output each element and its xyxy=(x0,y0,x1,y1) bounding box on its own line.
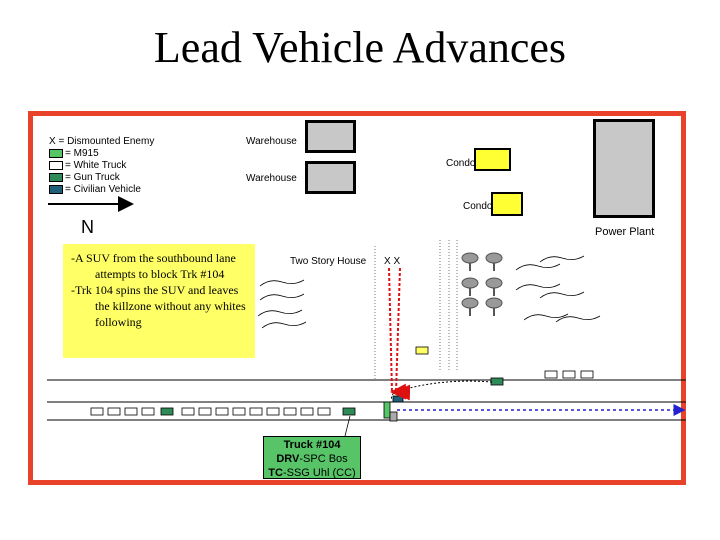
gun-truck-swatch xyxy=(49,172,63,182)
warehouse-building-1 xyxy=(305,120,356,153)
tree-icons xyxy=(461,252,503,316)
driver-role: DRV xyxy=(276,453,300,465)
civilian-swatch xyxy=(49,184,63,194)
legend-dismounted-enemy: X = Dismounted Enemy xyxy=(49,136,155,147)
warehouse-building-2 xyxy=(305,161,356,194)
power-plant-label: Power Plant xyxy=(595,226,655,238)
m915-swatch xyxy=(49,148,63,158)
callout-driver: DRV-SPC Bos xyxy=(264,452,360,466)
legend-gun-truck: = Gun Truck xyxy=(49,172,120,183)
commander-name: -SSG Uhl (CC) xyxy=(282,467,356,479)
map-frame xyxy=(28,111,686,485)
driver-name: -SPC Bos xyxy=(299,453,348,465)
callout-commander: TC-SSG Uhl (CC) xyxy=(264,466,360,480)
condo-building-2 xyxy=(491,192,523,216)
warehouse-label-1: Warehouse xyxy=(246,136,297,147)
vertical-dashed-lines xyxy=(374,240,458,380)
commander-role: TC xyxy=(268,467,283,479)
note-line-1: -A SUV from the southbound lane attempts… xyxy=(71,251,236,281)
legend-m915: = M915 xyxy=(49,148,99,159)
white-trucks-right xyxy=(544,370,594,379)
vegetation-lines xyxy=(257,255,601,329)
legend-m915-label: = M915 xyxy=(65,148,99,159)
dismounted-enemy-marks: X X xyxy=(384,256,401,267)
civilian-box xyxy=(415,346,429,355)
legend-civilian-vehicle: = Civilian Vehicle xyxy=(49,184,141,195)
suv-vehicle xyxy=(389,411,398,422)
callout-leader xyxy=(344,415,351,437)
convoy-white-trucks xyxy=(90,407,331,416)
road-lines xyxy=(47,379,686,421)
warehouse-label-2: Warehouse xyxy=(246,173,297,184)
condo-label-2: Condo xyxy=(463,201,493,212)
civilian-vehicle-blocking xyxy=(392,395,404,403)
condo-label-1: Condo xyxy=(446,158,476,169)
legend-white-truck: = White Truck xyxy=(49,160,126,171)
note-line-2: -Trk 104 spins the SUV and leaves the ki… xyxy=(71,283,246,329)
callout-title: Truck #104 xyxy=(283,439,341,451)
truck-104-callout: Truck #104 DRV-SPC Bos TC-SSG Uhl (CC) xyxy=(263,436,361,479)
condo-building-1 xyxy=(474,148,511,171)
gun-truck-convoy xyxy=(160,407,174,416)
suv-path xyxy=(390,380,493,401)
fire-lines xyxy=(388,267,411,401)
gun-truck-ahead xyxy=(490,377,504,386)
north-label: N xyxy=(81,217,94,237)
two-story-house-label: Two Story House xyxy=(290,256,367,267)
truck-104-marker xyxy=(383,401,391,419)
legend-white-truck-label: = White Truck xyxy=(65,160,127,171)
slide-title: Lead Vehicle Advances xyxy=(153,23,567,72)
legend-civilian-label: = Civilian Vehicle xyxy=(65,184,141,195)
gun-truck-104 xyxy=(342,407,356,416)
legend-gun-truck-label: = Gun Truck xyxy=(65,172,120,183)
situation-note: -A SUV from the southbound lane attempts… xyxy=(63,244,255,358)
power-plant-building xyxy=(593,119,655,218)
white-truck-swatch xyxy=(49,160,63,170)
